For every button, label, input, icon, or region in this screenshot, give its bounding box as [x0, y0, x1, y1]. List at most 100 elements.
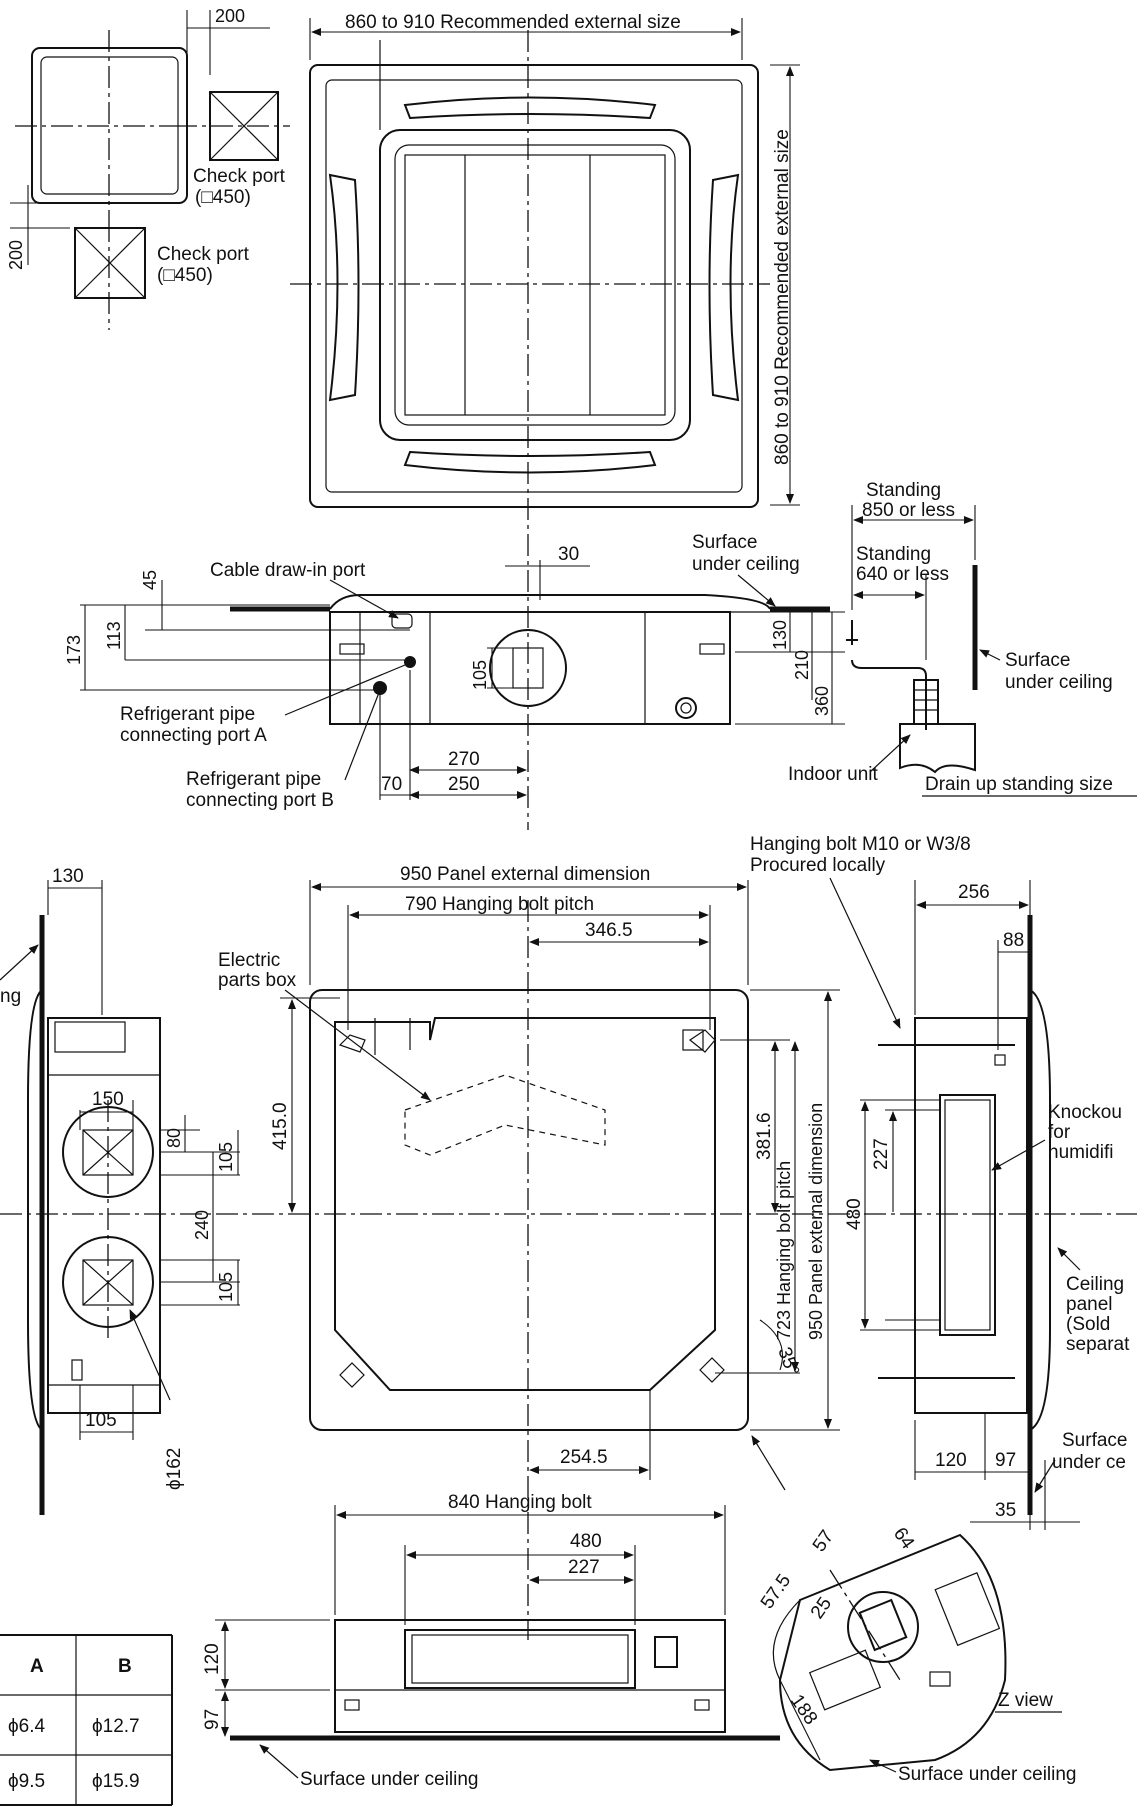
dim-80: 80: [164, 1128, 184, 1148]
knockout-3: humidifi: [1048, 1142, 1113, 1163]
bolt-label-1: Hanging bolt M10 or W3/8: [750, 834, 971, 855]
dim-240: 240: [192, 1210, 212, 1240]
dim-105-left-a: 105: [216, 1142, 236, 1172]
drain-surface-1: Surface: [1005, 650, 1070, 671]
dim-97-front: 97: [202, 1709, 223, 1730]
z-dim-25: 25: [807, 1594, 836, 1623]
check-port-bottom: [74, 220, 146, 330]
dim-120-front: 120: [202, 1643, 223, 1675]
z-dim-64: 64: [889, 1524, 919, 1554]
surface-label-1: Surface: [692, 532, 757, 553]
surface-label-1b: under ceiling: [692, 554, 800, 575]
standing-2: Standing: [856, 544, 931, 565]
left-side-view: 130 ng 150 80 105 240 105 105 ϕ162: [0, 866, 240, 1515]
front-elevation: 840 Hanging bolt 480 227 120 97 Surface …: [202, 1492, 780, 1790]
dim-45: 45: [140, 570, 160, 590]
standing-1b: 850 or less: [862, 500, 955, 521]
check-port-right: [175, 91, 290, 161]
right-side-view: 256 88 Knockou for humidifi 227 480 Ceil…: [844, 880, 1130, 1530]
ceiling-panel-4: separat: [1066, 1334, 1130, 1355]
middle-plan-view: 950 Panel external dimension 790 Hanging…: [0, 834, 1137, 1640]
check-port-2-label: Check port: [157, 244, 250, 265]
ceiling-panel-2: panel: [1066, 1294, 1113, 1315]
dim-30: 30: [558, 544, 579, 565]
z-view: 57 64 57.5 25 188 Z view Surface under c…: [757, 1524, 1077, 1785]
ceiling-panel-1: Ceiling: [1066, 1274, 1124, 1295]
dim-360: 360: [812, 686, 832, 716]
table-header-a: A: [30, 1656, 44, 1677]
surface-right-2: under ce: [1052, 1452, 1126, 1473]
port-b-label-2: connecting port B: [186, 790, 334, 811]
dim-113: 113: [104, 621, 124, 650]
elec-box-2: parts box: [218, 970, 297, 991]
table-header-b: B: [118, 1656, 132, 1677]
dim-415: 415.0: [270, 1102, 291, 1150]
port-a-label-1: Refrigerant pipe: [120, 704, 255, 725]
check-port-2-size: (□450): [157, 265, 213, 286]
check-port-1-size: (□450): [195, 187, 251, 208]
front-surface: Surface under ceiling: [300, 1769, 479, 1790]
z-dim-188: 188: [786, 1691, 821, 1729]
height-dim: 860 to 910 Recommended external size: [772, 129, 793, 465]
indoor-unit-label: Indoor unit: [788, 764, 879, 785]
dim-270: 270: [448, 749, 480, 770]
knockout-1: Knockou: [1048, 1102, 1122, 1123]
standing-2b: 640 or less: [856, 564, 949, 585]
dim-210: 210: [792, 650, 812, 680]
table-cell: ϕ12.7: [92, 1716, 140, 1737]
dia-162: ϕ162: [164, 1448, 185, 1490]
panel-dim-v: 950 Panel external dimension: [806, 1103, 826, 1340]
drain-surface-1b: under ceiling: [1005, 672, 1113, 693]
bolt-840: 840 Hanging bolt: [448, 1492, 592, 1513]
dim-480-front: 480: [570, 1531, 602, 1552]
drain-title: Drain up standing size: [925, 774, 1113, 795]
pipe-table: A B ϕ6.4 ϕ12.7 ϕ9.5 ϕ15.9: [0, 1634, 173, 1806]
standing-1: Standing: [866, 480, 941, 501]
main-panel-top: [309, 40, 759, 508]
dim-105-left-c: 105: [85, 1410, 117, 1431]
surface-right-1: Surface: [1062, 1430, 1127, 1451]
bolt-pitch-v: 723 Hanging bolt pitch: [774, 1161, 794, 1340]
dim-130-left: 130: [52, 866, 84, 887]
dim-254: 254.5: [560, 1447, 608, 1468]
z-dim-575: 57.5: [757, 1571, 795, 1613]
panel-dim: 950 Panel external dimension: [400, 864, 650, 885]
dim-120-right: 120: [935, 1450, 967, 1471]
table-cell: ϕ15.9: [92, 1771, 140, 1792]
check-port-1-label: Check port: [193, 166, 286, 187]
z-dim-57: 57: [809, 1527, 838, 1556]
label-ng: ng: [0, 986, 21, 1007]
top-plan-view: 200 200 Check port (□450) Check port (□4…: [6, 6, 800, 830]
dim-346: 346.5: [585, 920, 633, 941]
dim-200-top: 200: [215, 6, 245, 26]
z-view-title: Z view: [998, 1690, 1053, 1711]
table-cell: ϕ9.5: [8, 1771, 45, 1792]
dim-70: 70: [381, 774, 402, 795]
z-surface: Surface under ceiling: [898, 1764, 1077, 1785]
bolt-pitch: 790 Hanging bolt pitch: [405, 894, 594, 915]
cable-port-label: Cable draw-in port: [210, 560, 366, 581]
dim-105-left-b: 105: [216, 1272, 236, 1302]
side-elevation: 45 113 173 Cable draw-in port 30 105 130…: [64, 532, 845, 811]
angle-35: 35°: [773, 1345, 803, 1379]
dim-480-right: 480: [844, 1198, 865, 1230]
dim-35: 35: [995, 1500, 1016, 1521]
dim-256: 256: [958, 882, 990, 903]
inset-panel: [15, 30, 188, 220]
dim-250: 250: [448, 774, 480, 795]
port-a-label-2: connecting port A: [120, 725, 267, 746]
dim-97-right: 97: [995, 1450, 1016, 1471]
port-b-label-1: Refrigerant pipe: [186, 769, 321, 790]
dim-88: 88: [1003, 930, 1024, 951]
dim-105-side: 105: [470, 660, 490, 690]
dim-173: 173: [64, 635, 84, 665]
bolt-label-2: Procured locally: [750, 855, 886, 876]
dim-381: 381.6: [754, 1112, 775, 1160]
elec-box-1: Electric: [218, 950, 280, 971]
width-dim: 860 to 910 Recommended external size: [345, 12, 681, 33]
drain-up-detail: Standing 850 or less Standing 640 or les…: [788, 480, 1137, 797]
dim-227-right: 227: [871, 1138, 892, 1170]
table-cell: ϕ6.4: [8, 1716, 45, 1737]
knockout-2: for: [1048, 1122, 1071, 1143]
